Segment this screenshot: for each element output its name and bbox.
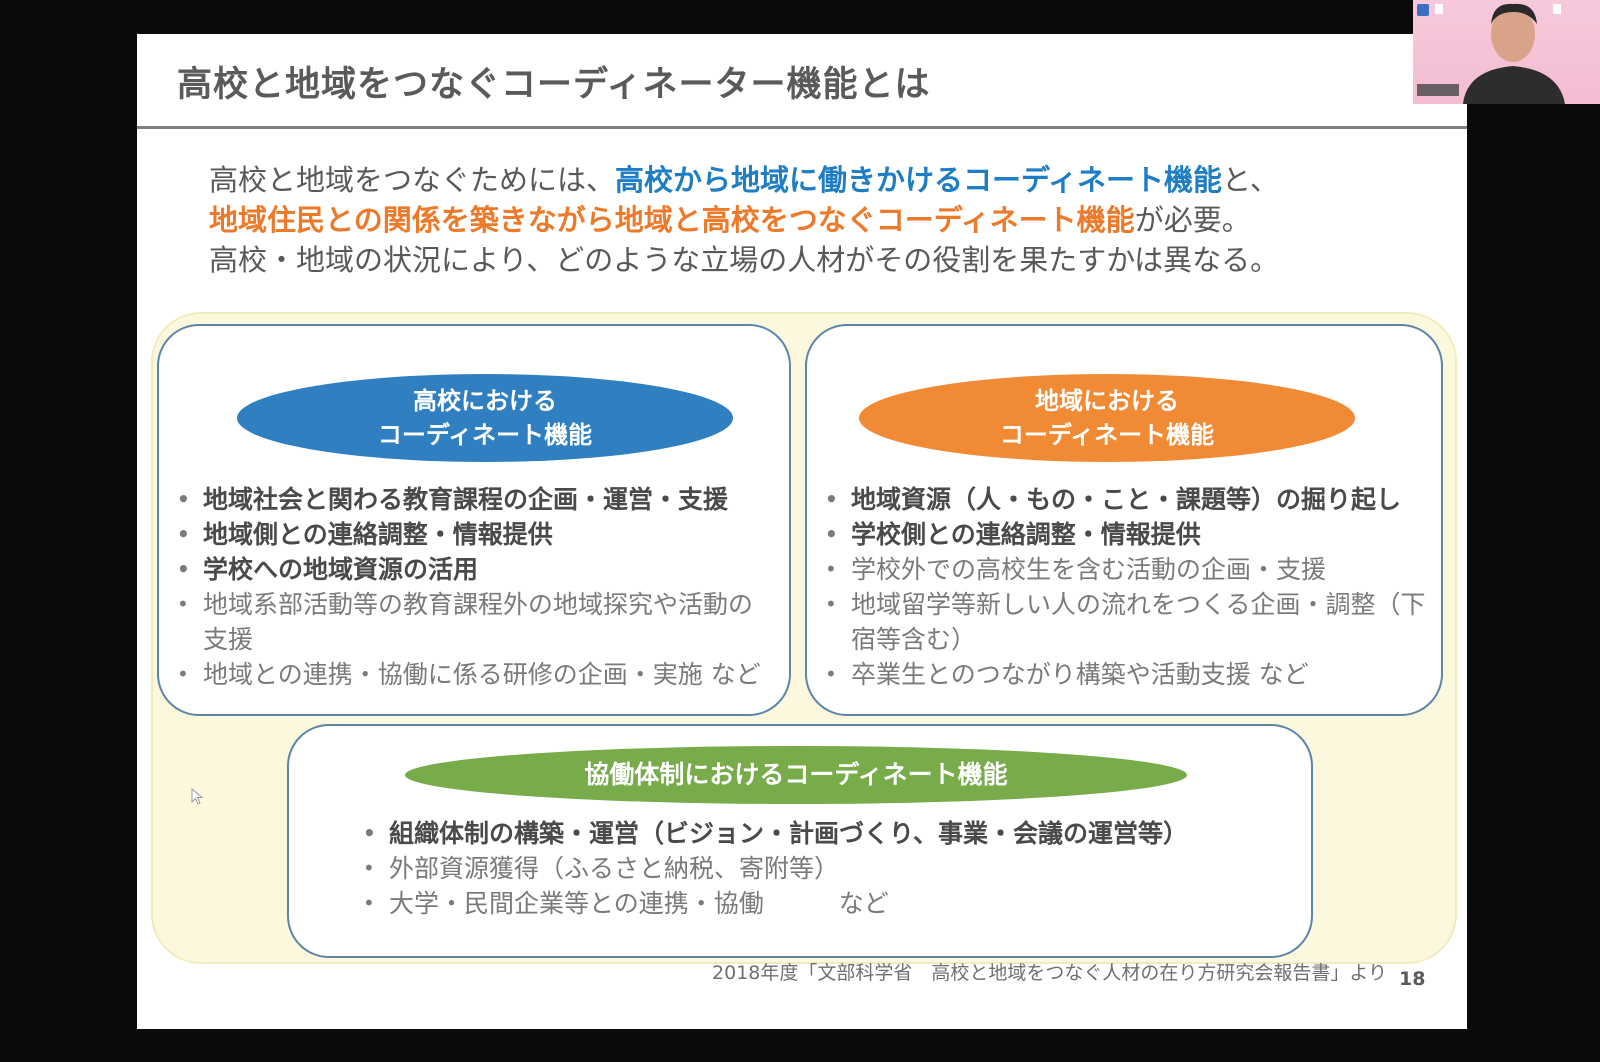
intro-line-2-suffix: が必要。 [1134, 203, 1251, 237]
list-item: 組織体制の構築・運営（ビジョン・計画づくり、事業・会議の運営等） [361, 816, 1301, 851]
list-item: 学校側との連絡調整・情報提供 [823, 517, 1433, 552]
participant-badge-icon [1417, 4, 1429, 16]
overlay-tag [1435, 4, 1444, 14]
participant-name-label [1417, 84, 1460, 96]
title-divider [137, 126, 1467, 129]
list-item: 外部資源獲得（ふるさと納税、寄附等） [361, 851, 1301, 886]
intro-line-1: 高校と地域をつなぐためには、高校から地域に働きかけるコーディネート機能と、 [209, 160, 1449, 200]
source-citation: 2018年度「文部科学省 高校と地域をつなぐ人材の在り方研究会報告書」より [712, 962, 1387, 984]
intro-text: 高校と地域をつなぐためには、高校から地域に働きかけるコーディネート機能と、 地域… [209, 160, 1449, 280]
slide-title: 高校と地域をつなぐコーディネーター機能とは [177, 65, 931, 105]
intro-line-1-suffix: と、 [1222, 163, 1279, 197]
list-item: 学校への地域資源の活用 [175, 552, 775, 587]
intro-line-2: 地域住民との関係を築きながら地域と高校をつなぐコーディネート機能が必要。 [209, 200, 1449, 240]
webcam-thumbnail[interactable] [1413, 0, 1600, 104]
intro-school-highlight: 高校から地域に働きかけるコーディネート機能 [615, 163, 1222, 197]
list-item: 地域資源（人・もの・こと・課題等）の掘り起し [823, 482, 1433, 517]
list-item: 地域社会と関わる教育課程の企画・運営・支援 [175, 482, 775, 517]
list-item: 学校外での高校生を含む活動の企画・支援 [823, 552, 1433, 587]
list-item: 地域との連携・協働に係る研修の企画・実施 など [175, 657, 775, 692]
collaboration-function-heading: 協働体制におけるコーディネート機能 [405, 746, 1187, 804]
school-function-heading: 高校における コーディネート機能 [237, 374, 733, 462]
list-item: 地域系部活動等の教育課程外の地域探究や活動の支援 [175, 587, 775, 657]
community-heading-line-2: コーディネート機能 [999, 421, 1215, 449]
list-item: 卒業生とのつながり構築や活動支援 など [823, 657, 1433, 692]
list-item: 大学・民間企業等との連携・協働 など [361, 886, 1301, 921]
school-heading-line-1: 高校における [412, 387, 557, 415]
community-function-list: 地域資源（人・もの・こと・課題等）の掘り起し 学校側との連絡調整・情報提供 学校… [823, 482, 1433, 692]
intro-line-1-prefix: 高校と地域をつなぐためには、 [209, 163, 616, 197]
community-function-heading: 地域における コーディネート機能 [859, 374, 1355, 462]
school-heading-line-2: コーディネート機能 [377, 421, 593, 449]
page-number: 18 [1399, 968, 1426, 990]
community-heading-line-1: 地域における [1034, 387, 1179, 415]
collaboration-function-list: 組織体制の構築・運営（ビジョン・計画づくり、事業・会議の運営等） 外部資源獲得（… [361, 816, 1301, 921]
intro-line-3: 高校・地域の状況により、どのような立場の人材がその役割を果たすかは異なる。 [209, 243, 1280, 277]
list-item: 地域側との連絡調整・情報提供 [175, 517, 775, 552]
presentation-slide: 高校と地域をつなぐコーディネーター機能とは 高校と地域をつなぐためには、高校から… [137, 34, 1467, 1029]
intro-community-highlight: 地域住民との関係を築きながら地域と高校をつなぐコーディネート機能 [209, 203, 1135, 237]
school-function-list: 地域社会と関わる教育課程の企画・運営・支援 地域側との連絡調整・情報提供 学校へ… [175, 482, 775, 692]
participant-video-icon [1463, 3, 1565, 104]
mouse-pointer-icon [191, 788, 204, 805]
overlay-tag [1553, 4, 1562, 14]
list-item: 地域留学等新しい人の流れをつくる企画・調整（下宿等含む） [823, 587, 1433, 657]
